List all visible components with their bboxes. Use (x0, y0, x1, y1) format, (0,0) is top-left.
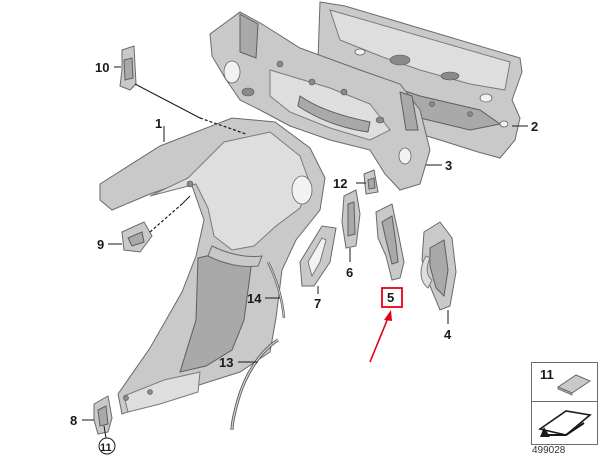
part-bracket-8 (93, 395, 113, 435)
legend-box: 11 (531, 362, 598, 445)
callout-13: 13 (219, 355, 233, 370)
callout-14: 14 (247, 291, 262, 306)
callout-labels: 10 1 2 3 12 9 6 5 14 7 4 13 8 11 (70, 60, 538, 455)
part-bracket-10 (119, 45, 137, 91)
part-clip-12 (363, 169, 379, 195)
part-bracket-9 (121, 221, 153, 253)
part-plate-5 (375, 203, 405, 281)
part-reinforcement-6 (341, 189, 361, 249)
callout-8: 8 (70, 413, 77, 428)
legend-arrow-icon (538, 410, 592, 437)
callout-1: 1 (155, 116, 162, 131)
callout-5: 5 (387, 290, 394, 305)
highlight-box (381, 287, 403, 308)
part-wheelhouse-bracket-4 (420, 221, 457, 311)
leader-lines (82, 66, 528, 439)
callout-9: 9 (97, 237, 104, 252)
part-gasket-7 (299, 225, 337, 287)
callout-11: 11 (100, 442, 112, 454)
callout-2: 2 (531, 119, 538, 134)
highlight-arrow (369, 317, 389, 363)
callout-11-circle (98, 437, 116, 455)
highlight-part-5 (369, 287, 403, 363)
highlight-arrowhead (384, 310, 392, 321)
part-seal-strip-13 (230, 338, 279, 431)
legend-item-number: 11 (540, 367, 554, 382)
callout-10: 10 (95, 60, 109, 75)
legend-divider (532, 401, 597, 402)
diagram-id: 499028 (532, 445, 566, 456)
callout-4: 4 (444, 327, 452, 342)
part-trim-strip-14 (266, 261, 286, 319)
legend-pad-icon (556, 374, 592, 396)
callout-7: 7 (314, 296, 321, 311)
part-inner-rear-structure (209, 11, 431, 191)
callout-12: 12 (333, 176, 347, 191)
part-side-panel (99, 117, 326, 415)
callout-6: 6 (346, 265, 353, 280)
callout-3: 3 (445, 158, 452, 173)
